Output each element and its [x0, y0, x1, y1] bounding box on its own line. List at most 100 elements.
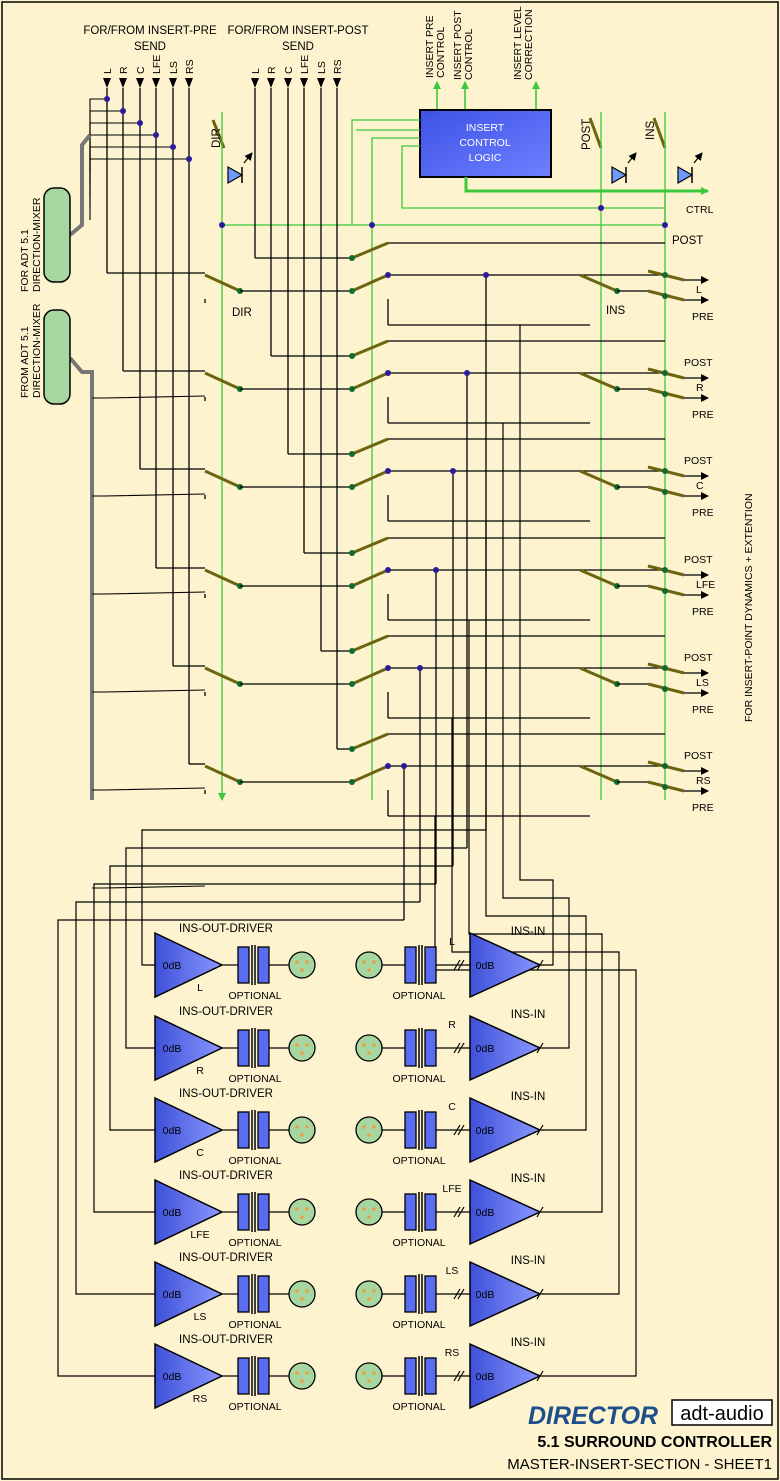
ins-switch: [579, 371, 618, 391]
optional-label: OPTIONAL: [392, 1155, 445, 1167]
return-route: [485, 521, 587, 1131]
amp-gain-label: 0dB: [163, 1125, 182, 1137]
ins-in-amp: [469, 1178, 542, 1246]
junction-dot: [186, 156, 192, 162]
insert-pre-control-label: INSERT PRE CONTROL: [424, 15, 447, 78]
svg-text:INSERT: INSERT: [466, 122, 505, 134]
xlr-out-connector: [288, 1362, 316, 1390]
pre-output-label: PRE: [692, 311, 714, 323]
contact-dot: [349, 484, 355, 490]
connector-wire: [89, 98, 107, 160]
amp-gain-label: 0dB: [163, 1043, 182, 1055]
send-arrow: [284, 78, 292, 88]
contact-dot: [662, 763, 668, 769]
level-mark: [536, 1042, 544, 1054]
ctrl-label: CTRL: [686, 204, 714, 216]
post-output-label: POST: [684, 357, 713, 369]
contact-dot: [349, 255, 355, 261]
svg-text:CONTROL: CONTROL: [463, 29, 475, 80]
in-channel-label: LS: [446, 1265, 459, 1277]
svg-text:DIRECTION-MIXER: DIRECTION-MIXER: [31, 303, 43, 398]
ins-in-title: INS-IN: [511, 926, 546, 938]
pre-output-label: PRE: [692, 507, 714, 519]
ins-master-switch: [652, 117, 667, 149]
post-switch: [351, 339, 389, 358]
pre-output-label: PRE: [692, 409, 714, 421]
insert-level-correction-label: INSERT LEVEL CORRECTION: [512, 6, 535, 80]
level-mark: [536, 959, 544, 971]
junction-dot: [385, 272, 391, 278]
amp-gain-label: 0dB: [163, 1371, 182, 1383]
junction-dot: [385, 567, 391, 573]
connector-wire: [89, 122, 140, 184]
svg-text:INSERT POST: INSERT POST: [452, 10, 464, 80]
xlr-pin: [300, 1133, 304, 1137]
output-channel-label: C: [696, 480, 704, 492]
xlr-pin: [305, 960, 309, 964]
return-wire: [92, 591, 206, 595]
xlr-pin: [362, 1043, 366, 1047]
junction-dot: [120, 108, 126, 114]
pre-output-label: PRE: [692, 606, 714, 618]
amp-channel-label: L: [197, 982, 203, 994]
company-name: adt-audio: [680, 1403, 763, 1425]
post-switch: [351, 437, 389, 456]
contact-dot: [662, 686, 668, 692]
xlr-pin: [300, 968, 304, 972]
post-switch: [351, 241, 389, 260]
send-arrow: [119, 78, 127, 88]
upper-connector-label: FOR ADT 5.1 DIRECTION-MIXER: [19, 197, 43, 292]
level-mark: [536, 1288, 544, 1300]
junction-dot: [464, 370, 470, 376]
ins-in-amp: [469, 1260, 542, 1328]
lower-connector-label: FROM ADT 5.1 DIRECTION-MIXER: [19, 303, 43, 398]
send-arrow: [300, 78, 308, 88]
xlr-in-connector: [355, 1362, 383, 1390]
send-channel-label: C: [283, 66, 295, 74]
junction-dot: [483, 272, 489, 278]
control-bus: [221, 112, 709, 226]
optional-label: OPTIONAL: [228, 1319, 281, 1331]
xlr-pin: [367, 1379, 371, 1383]
product-name: DIRECTOR: [528, 1402, 658, 1430]
post-output-label: POST: [684, 455, 713, 467]
xlr-pin: [367, 1133, 371, 1137]
svg-text:FOR ADT 5.1: FOR ADT 5.1: [19, 229, 31, 292]
pre-send-label-ls: LS: [168, 61, 180, 74]
contact-dot: [349, 746, 355, 752]
ins-out-driver-amp: [154, 1178, 224, 1246]
output-channel-label: RS: [696, 775, 711, 787]
xlr-out-connector: [288, 951, 316, 979]
ins-in-title: INS-IN: [511, 1255, 546, 1267]
ins-label-top: INS: [645, 121, 657, 141]
led-ray: [627, 152, 637, 164]
product-subtitle: 5.1 SURROUND CONTROLLER: [537, 1434, 772, 1451]
xlr-in-connector: [355, 1034, 383, 1062]
pre-output-label: PRE: [692, 802, 714, 814]
amp-gain-label: 0dB: [476, 1043, 495, 1055]
send-channel-label: R: [266, 66, 278, 74]
xlr-pin: [372, 1043, 376, 1047]
post-send-label-c: C: [283, 66, 295, 74]
output-channel-label: R: [696, 382, 704, 394]
level-mark: [457, 1042, 465, 1054]
transformer-coil: [257, 1111, 270, 1149]
return-wire: [92, 885, 206, 889]
ins-out-driver-title: INS-OUT-DRIVER: [179, 1006, 273, 1018]
contact-dot: [662, 293, 668, 299]
contact-dot: [349, 583, 355, 589]
transformer-coil: [424, 1193, 437, 1231]
transformer-coil: [424, 1275, 437, 1313]
xlr-in-connector: [355, 1280, 383, 1308]
ins-out-driver-title: INS-OUT-DRIVER: [179, 1334, 273, 1346]
transformer-coil: [404, 1029, 417, 1067]
amp-gain-label: 0dB: [476, 1125, 495, 1137]
sheet-name: MASTER-INSERT-SECTION - SHEET1: [507, 1456, 772, 1473]
send-channel-label: L: [250, 68, 262, 74]
optional-label: OPTIONAL: [228, 1237, 281, 1249]
pre-switch: [351, 666, 389, 686]
junction-dot: [369, 222, 375, 228]
send-arrow: [136, 78, 144, 88]
xlr-pin: [300, 1215, 304, 1219]
send-channel-label: LS: [316, 61, 328, 74]
